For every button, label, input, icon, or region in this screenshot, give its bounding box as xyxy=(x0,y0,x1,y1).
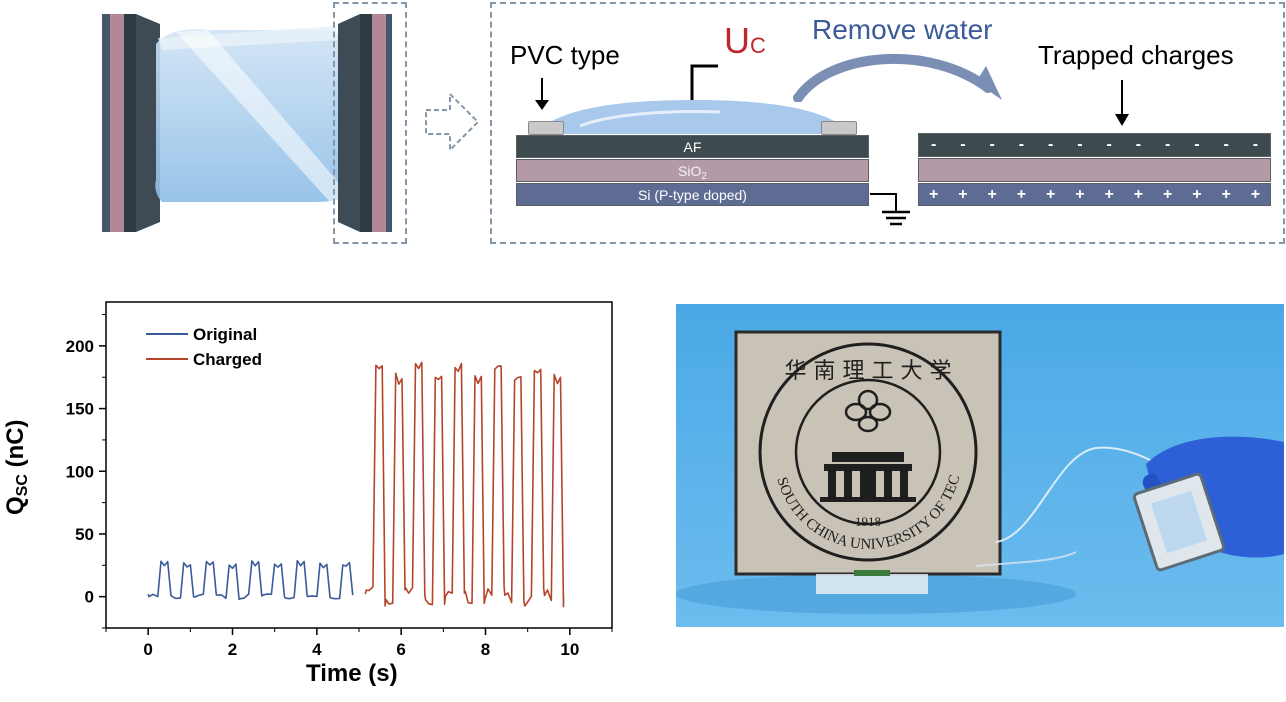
y-axis-label: QSC (nC) xyxy=(2,419,32,515)
uc-main: U xyxy=(724,20,750,61)
y-tick-label: 100 xyxy=(66,462,94,481)
legend-label-charged: Charged xyxy=(193,350,262,369)
x-tick-label: 10 xyxy=(560,640,579,659)
positive-charge: + xyxy=(958,185,968,203)
y-tick-label: 0 xyxy=(85,588,94,607)
y-tick-label: 50 xyxy=(75,525,94,544)
left-plate-dark xyxy=(124,14,136,232)
positive-charge: + xyxy=(1162,185,1173,203)
remove-water-arrow-icon xyxy=(793,53,1002,102)
legend-label-original: Original xyxy=(193,325,257,344)
prototype-photo: 华 南 理 工 大 学 SOUTH CHINA UNIVERSITY OF TE… xyxy=(676,304,1284,627)
positive-charge: + xyxy=(928,185,939,203)
series-line-original xyxy=(147,559,354,601)
positive-charge: + xyxy=(1133,185,1144,203)
layer-sio2: SiO2 xyxy=(516,159,869,182)
uc-label: UC xyxy=(724,20,766,62)
schematic-box xyxy=(490,2,1285,244)
y-tick-label: 150 xyxy=(66,400,94,419)
positive-charge: + xyxy=(1075,185,1085,203)
left-plate-outer xyxy=(102,14,110,232)
uc-sub: C xyxy=(750,33,766,58)
negative-charge: - xyxy=(1194,136,1200,153)
right-plate-dark xyxy=(360,14,372,232)
device-illustration xyxy=(102,14,392,232)
trapped-charges-label: Trapped charges xyxy=(1038,40,1234,70)
positive-charge: + xyxy=(1045,185,1056,203)
x-tick-label: 6 xyxy=(396,640,405,659)
negative-charge: - xyxy=(1106,136,1112,153)
x-tick-label: 4 xyxy=(312,640,322,659)
seal-gate-icon xyxy=(820,452,916,502)
positive-charge: + xyxy=(1250,185,1261,203)
photo-scene: 华 南 理 工 大 学 SOUTH CHINA UNIVERSITY OF TE… xyxy=(676,304,1284,614)
left-plate-edge xyxy=(136,14,160,232)
right-plate-edge xyxy=(338,14,360,232)
right-plate-outer xyxy=(386,14,392,232)
negative-charge: - xyxy=(1164,136,1171,153)
negative-charge: - xyxy=(1018,136,1025,153)
positive-charge: + xyxy=(1104,185,1114,203)
negative-charge: - xyxy=(989,136,995,153)
negative-charge: - xyxy=(1223,136,1229,153)
layer-si-charged: + + + + + + + + + + + + xyxy=(918,183,1271,206)
seal-inner-ring xyxy=(794,378,942,526)
water-droplet xyxy=(534,100,852,134)
y-axis-label-main: Q xyxy=(2,496,29,515)
negative-charge: - xyxy=(930,136,937,153)
negative-charge: - xyxy=(960,136,966,153)
negative-charge: - xyxy=(1047,136,1054,153)
sio2-sub: 2 xyxy=(701,171,707,182)
negative-charge: - xyxy=(1077,136,1083,153)
seal-flower-icon xyxy=(844,389,892,433)
zoom-region-box xyxy=(333,2,407,244)
seal-outer-ring xyxy=(758,342,978,562)
sio2-main: SiO xyxy=(678,163,702,179)
y-axis-label-unit: (nC) xyxy=(2,419,29,475)
layer-si: Si (P-type doped) xyxy=(516,183,869,206)
trapped-arrow-icon xyxy=(1115,80,1129,126)
positive-charge: + xyxy=(987,185,997,203)
series-line-charged xyxy=(364,361,565,608)
x-axis-label: Time (s) xyxy=(306,660,398,687)
panel-stand xyxy=(816,574,928,594)
layer-af: AF xyxy=(516,135,869,158)
remove-water-label: Remove water xyxy=(812,14,993,45)
positive-charge: + xyxy=(1016,185,1027,203)
left-plate-pink xyxy=(110,14,124,232)
right-plate-pink xyxy=(372,14,386,232)
pvc-type-label: PVC type xyxy=(510,40,620,70)
negative-charge: - xyxy=(1135,136,1142,153)
layer-sio2-charged xyxy=(918,158,1271,182)
x-tick-label: 8 xyxy=(481,640,490,659)
layer-af-charged: ------------ xyxy=(918,133,1271,157)
pvc-film-diagonal xyxy=(176,30,350,202)
pvc-electrode-left xyxy=(528,121,564,135)
dashed-arrow-icon xyxy=(425,91,480,153)
x-tick-label: 2 xyxy=(228,640,237,659)
negative-charge: - xyxy=(1252,136,1259,153)
seal-year: 1918 xyxy=(855,514,881,529)
y-tick-label: 200 xyxy=(66,337,94,356)
seal-top-chars: 华 南 理 工 大 学 xyxy=(785,359,952,384)
pvc-arrow-icon xyxy=(535,78,549,110)
positive-charge: + xyxy=(1192,185,1202,203)
pvc-electrode-right xyxy=(821,121,857,135)
ground-icon xyxy=(870,193,910,226)
x-tick-label: 0 xyxy=(143,640,152,659)
y-axis-label-sub: SC xyxy=(14,474,31,497)
positive-charge: + xyxy=(1221,185,1231,203)
